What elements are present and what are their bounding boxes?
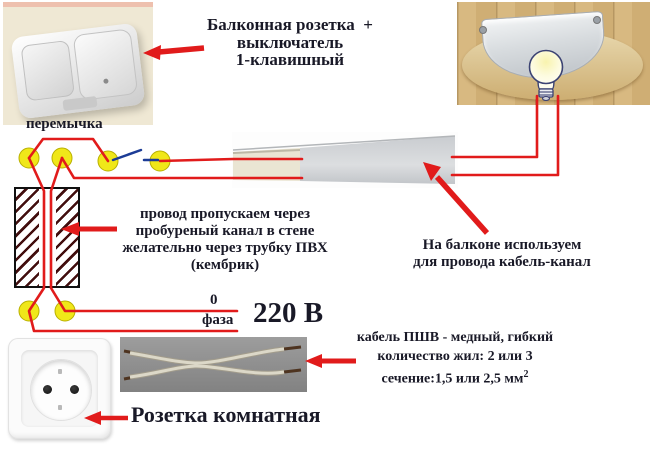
photo-edge-strip [3,2,153,7]
diagram-title: Балконная розетка + выключатель 1-клавиш… [185,16,395,69]
balcony-note-line-1: На балконе используем [422,237,582,253]
wall-drilled-channel [39,189,56,286]
wall-hatch-right [56,189,78,286]
wall-note-line-4: (кембрик) [190,257,260,273]
title-line-3: 1-клавишный [235,50,345,69]
terminal-5 [18,300,40,322]
terminal-1 [18,147,40,169]
lamp-wire-1 [450,94,539,159]
wall-channel-rect [14,187,80,288]
terminal-2 [51,147,73,169]
voltage-label: 220 В [253,297,324,329]
wall-note: провод пропускаем через пробуреный канал… [105,206,345,274]
room-socket-photo [8,338,113,441]
switch-key [20,39,75,102]
screw-icon [58,369,62,374]
cable-note-superscript: 2 [523,369,529,380]
room-socket-label: Розетка комнатная [131,402,321,427]
pshv-cable-photo [120,337,307,392]
cable-note: кабель ПШВ - медный, гибкий количество ж… [345,329,565,389]
screw-icon [103,78,109,84]
terminal-6 [54,300,76,322]
switch-symbol [111,148,160,162]
socket-hole-right [70,385,79,394]
terminal-4 [149,150,171,172]
switch-lever [111,148,143,162]
screw-icon [58,405,62,410]
lamp-wire-2 [450,94,560,177]
title-line-1: Балконная розетка + [207,15,373,34]
wall-lamp-photo [457,2,650,105]
socket-hole-left [43,385,52,394]
cable-note-line-1: кабель ПШВ - медный, гибкий [356,330,554,345]
jumper-label: перемычка [26,116,103,132]
balcony-note: На балконе используем для провода кабель… [398,237,606,270]
wall-hatch-left [16,189,39,286]
cable-note-line-2: количество жил: 2 или 3 [377,348,533,364]
cable-note-line-3: сечение:1,5 или 2,5 мм2 [381,369,529,387]
phase-label: фаза [202,312,234,328]
screw-icon [593,16,601,24]
cable-channel-photo [232,132,458,188]
title-line-2: выключатель [236,32,344,52]
jumper-wire [27,137,110,163]
wall-note-line-3: желательно через трубку ПВХ [122,240,328,256]
socket-cover-flap [72,28,139,101]
screw-icon [479,26,487,34]
switch-socket-device [10,22,146,120]
terminal-3 [97,150,119,172]
balcony-switch-socket-photo [3,2,153,125]
wall-note-line-1: провод пропускаем через [139,206,311,222]
wall-note-line-2: пробуреный канал в стене [135,223,315,239]
arrow-head-icon [305,354,322,368]
balcony-note-line-2: для провода кабель-канал [413,253,591,270]
neutral-label: 0 [210,292,218,308]
